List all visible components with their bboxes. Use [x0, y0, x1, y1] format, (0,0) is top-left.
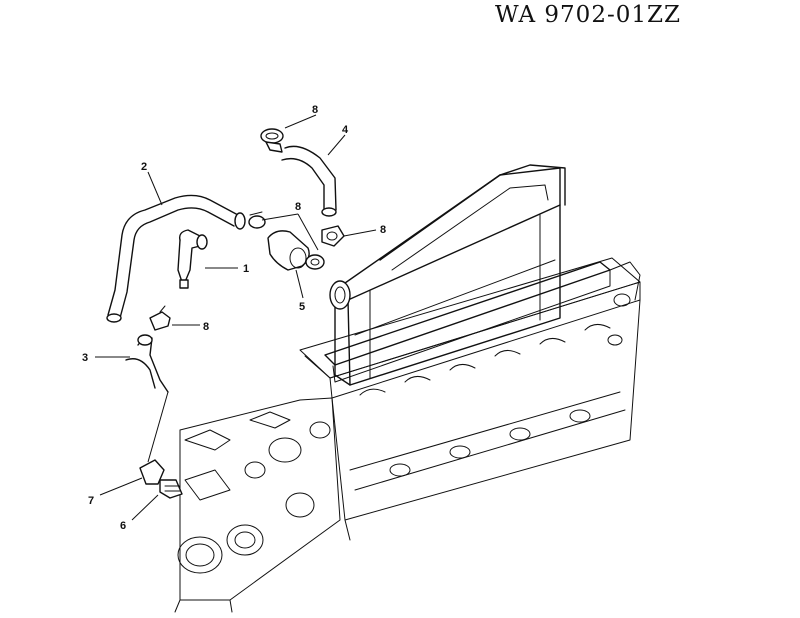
callout-5: 5	[299, 301, 305, 313]
engine-block	[174, 257, 641, 613]
callout-4: 4	[342, 124, 349, 136]
callout-3: 3	[82, 352, 88, 364]
leader-lines	[95, 114, 377, 521]
callout-1: 1	[243, 263, 249, 275]
parts	[106, 128, 345, 499]
callout-2: 2	[141, 161, 147, 173]
callout-8-left: 8	[203, 321, 209, 333]
document-code: WA 9702-01ZZ	[495, 2, 681, 28]
callout-8-right: 8	[380, 224, 386, 236]
callouts: 2 1 3 4 5 6 7 8 8 8 8	[82, 104, 386, 532]
callout-8-middle: 8	[295, 201, 301, 213]
callout-7: 7	[88, 495, 94, 507]
callout-6: 6	[120, 520, 126, 532]
intake-manifold	[324, 164, 611, 386]
callout-8-top: 8	[312, 104, 318, 116]
